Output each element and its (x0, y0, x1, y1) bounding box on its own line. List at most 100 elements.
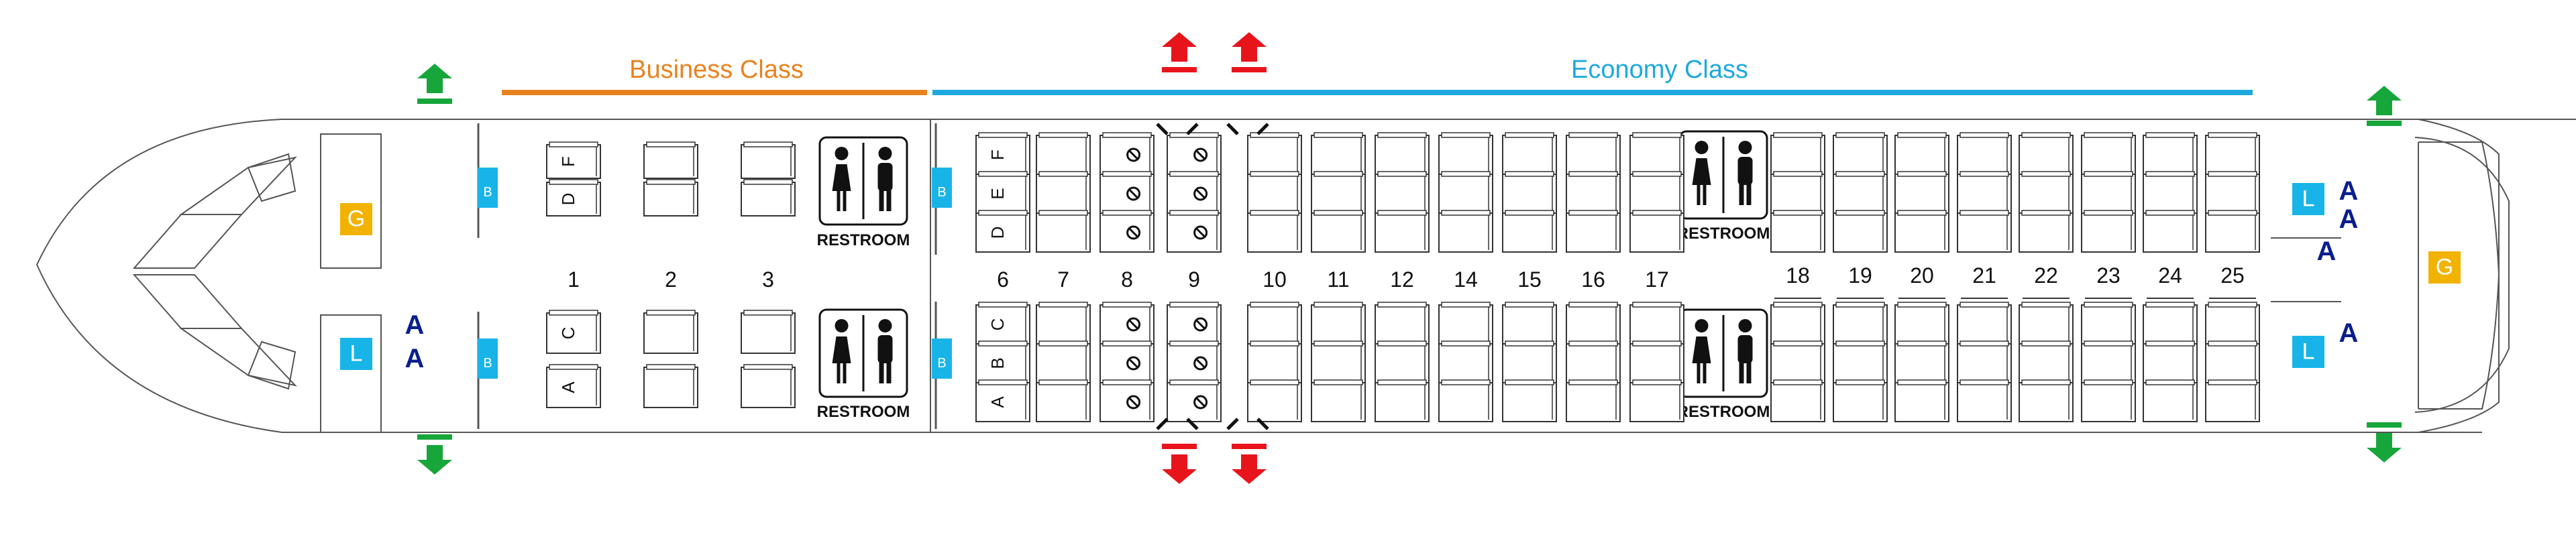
seat-1F[interactable]: F (546, 141, 601, 179)
seat-22C[interactable] (2019, 302, 2074, 345)
seat-18A[interactable] (1770, 379, 1825, 422)
seat-9C[interactable] (1167, 302, 1222, 345)
seat-17D[interactable] (1629, 210, 1684, 253)
seat-8A[interactable] (1099, 379, 1155, 422)
seat-12D[interactable] (1375, 210, 1430, 253)
seat-14B[interactable] (1438, 340, 1493, 383)
seat-24F[interactable] (2143, 132, 2198, 175)
seat-12A[interactable] (1375, 379, 1430, 422)
seat-12F[interactable] (1375, 132, 1430, 175)
seat-16E[interactable] (1566, 171, 1621, 214)
seat-6D[interactable]: D (975, 210, 1030, 253)
seat-3A[interactable] (741, 364, 796, 408)
seat-15C[interactable] (1502, 302, 1557, 345)
seat-11B[interactable] (1311, 340, 1366, 383)
seat-14F[interactable] (1438, 132, 1493, 175)
seat-7E[interactable] (1036, 171, 1091, 214)
seat-14A[interactable] (1438, 379, 1493, 422)
seat-20B[interactable] (1894, 340, 1949, 383)
seat-10C[interactable] (1247, 302, 1302, 345)
seat-8D[interactable] (1099, 210, 1155, 253)
seat-17B[interactable] (1629, 340, 1684, 383)
seat-22B[interactable] (2019, 340, 2074, 383)
seat-10E[interactable] (1247, 171, 1302, 214)
seat-12E[interactable] (1375, 171, 1430, 214)
seat-15E[interactable] (1502, 171, 1557, 214)
seat-9D[interactable] (1167, 210, 1222, 253)
seat-17F[interactable] (1629, 132, 1684, 175)
seat-22D[interactable] (2019, 210, 2074, 253)
seat-7F[interactable] (1036, 132, 1091, 175)
seat-18D[interactable] (1770, 210, 1825, 253)
seat-25A[interactable] (2205, 379, 2260, 422)
seat-7C[interactable] (1036, 302, 1091, 345)
seat-10F[interactable] (1247, 132, 1302, 175)
seat-6E[interactable]: E (975, 171, 1030, 214)
seat-15D[interactable] (1502, 210, 1557, 253)
seat-17C[interactable] (1629, 302, 1684, 345)
seat-25E[interactable] (2205, 171, 2260, 214)
seat-25F[interactable] (2205, 132, 2260, 175)
seat-20A[interactable] (1894, 379, 1949, 422)
seat-23D[interactable] (2081, 210, 2136, 253)
seat-1D[interactable]: D (546, 179, 601, 216)
seat-10A[interactable] (1247, 379, 1302, 422)
seat-17E[interactable] (1629, 171, 1684, 214)
seat-2C[interactable] (643, 310, 698, 354)
seat-15B[interactable] (1502, 340, 1557, 383)
seat-2D[interactable] (643, 179, 698, 216)
seat-16F[interactable] (1566, 132, 1621, 175)
seat-14C[interactable] (1438, 302, 1493, 345)
seat-6B[interactable]: B (975, 340, 1030, 383)
seat-10D[interactable] (1247, 210, 1302, 253)
seat-14E[interactable] (1438, 171, 1493, 214)
seat-2F[interactable] (643, 141, 698, 179)
seat-7D[interactable] (1036, 210, 1091, 253)
seat-23B[interactable] (2081, 340, 2136, 383)
seat-19A[interactable] (1833, 379, 1888, 422)
seat-11E[interactable] (1311, 171, 1366, 214)
seat-6F[interactable]: F (975, 132, 1030, 175)
seat-8F[interactable] (1099, 132, 1155, 175)
seat-19B[interactable] (1833, 340, 1888, 383)
seat-22A[interactable] (2019, 379, 2074, 422)
seat-21C[interactable] (1957, 302, 2012, 345)
seat-23C[interactable] (2081, 302, 2136, 345)
seat-21D[interactable] (1957, 210, 2012, 253)
seat-8C[interactable] (1099, 302, 1155, 345)
seat-7A[interactable] (1036, 379, 1091, 422)
seat-9B[interactable] (1167, 340, 1222, 383)
seat-23A[interactable] (2081, 379, 2136, 422)
seat-1C[interactable]: C (546, 310, 601, 354)
seat-19D[interactable] (1833, 210, 1888, 253)
seat-24D[interactable] (2143, 210, 2198, 253)
seat-23E[interactable] (2081, 171, 2136, 214)
seat-19C[interactable] (1833, 302, 1888, 345)
seat-25B[interactable] (2205, 340, 2260, 383)
seat-3C[interactable] (741, 310, 796, 354)
seat-10B[interactable] (1247, 340, 1302, 383)
seat-16C[interactable] (1566, 302, 1621, 345)
seat-23F[interactable] (2081, 132, 2136, 175)
seat-9E[interactable] (1167, 171, 1222, 214)
seat-21B[interactable] (1957, 340, 2012, 383)
seat-11A[interactable] (1311, 379, 1366, 422)
seat-11D[interactable] (1311, 210, 1366, 253)
seat-24C[interactable] (2143, 302, 2198, 345)
seat-16B[interactable] (1566, 340, 1621, 383)
seat-14D[interactable] (1438, 210, 1493, 253)
seat-16D[interactable] (1566, 210, 1621, 253)
seat-2A[interactable] (643, 364, 698, 408)
seat-22F[interactable] (2019, 132, 2074, 175)
seat-18C[interactable] (1770, 302, 1825, 345)
seat-12C[interactable] (1375, 302, 1430, 345)
seat-8B[interactable] (1099, 340, 1155, 383)
seat-22E[interactable] (2019, 171, 2074, 214)
seat-11F[interactable] (1311, 132, 1366, 175)
seat-1A[interactable]: A (546, 364, 601, 408)
seat-20F[interactable] (1894, 132, 1949, 175)
seat-9F[interactable] (1167, 132, 1222, 175)
seat-3F[interactable] (741, 141, 796, 179)
seat-20C[interactable] (1894, 302, 1949, 345)
seat-6C[interactable]: C (975, 302, 1030, 345)
